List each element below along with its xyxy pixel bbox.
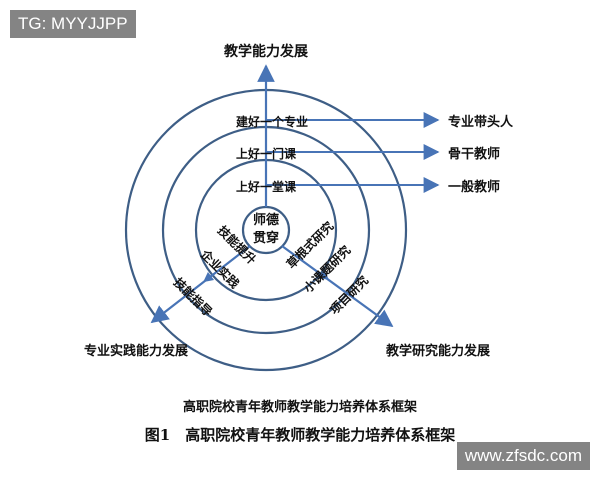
figure-caption: 图1 高职院校青年教师教学能力培养体系框架	[144, 426, 456, 444]
watermark-top-left: TG: MYYJJPP	[10, 10, 136, 38]
caption-subtitle: 高职院校青年教师教学能力培养体系框架	[182, 400, 417, 415]
ring-level-3: 建好一个专业	[235, 114, 308, 129]
arrow-right-mid-head	[318, 269, 330, 280]
teacher-type-backbone: 骨干教师	[448, 146, 500, 162]
arrow-left-down	[150, 245, 251, 324]
ring-level-2: 上好一门课	[236, 146, 297, 161]
center-label-top: 师德	[253, 212, 279, 228]
arrow-right-down	[281, 245, 394, 328]
right-goal-label: 教学研究能力发展	[385, 343, 491, 359]
center-label-bottom: 贯穿	[253, 230, 279, 246]
teacher-type-leader: 专业带头人	[448, 114, 514, 130]
left-level-3: 技能指导	[171, 275, 216, 320]
arrow-left-mid-head	[203, 272, 215, 283]
right-level-3: 项目研究	[327, 273, 372, 318]
ring-level-1: 上好一堂课	[236, 179, 297, 194]
top-goal-label: 教学能力发展	[224, 43, 308, 60]
teacher-type-general: 一般教师	[448, 179, 500, 195]
left-goal-label: 专业实践能力发展	[84, 343, 189, 359]
watermark-bottom-right: www.zfsdc.com	[456, 442, 590, 470]
